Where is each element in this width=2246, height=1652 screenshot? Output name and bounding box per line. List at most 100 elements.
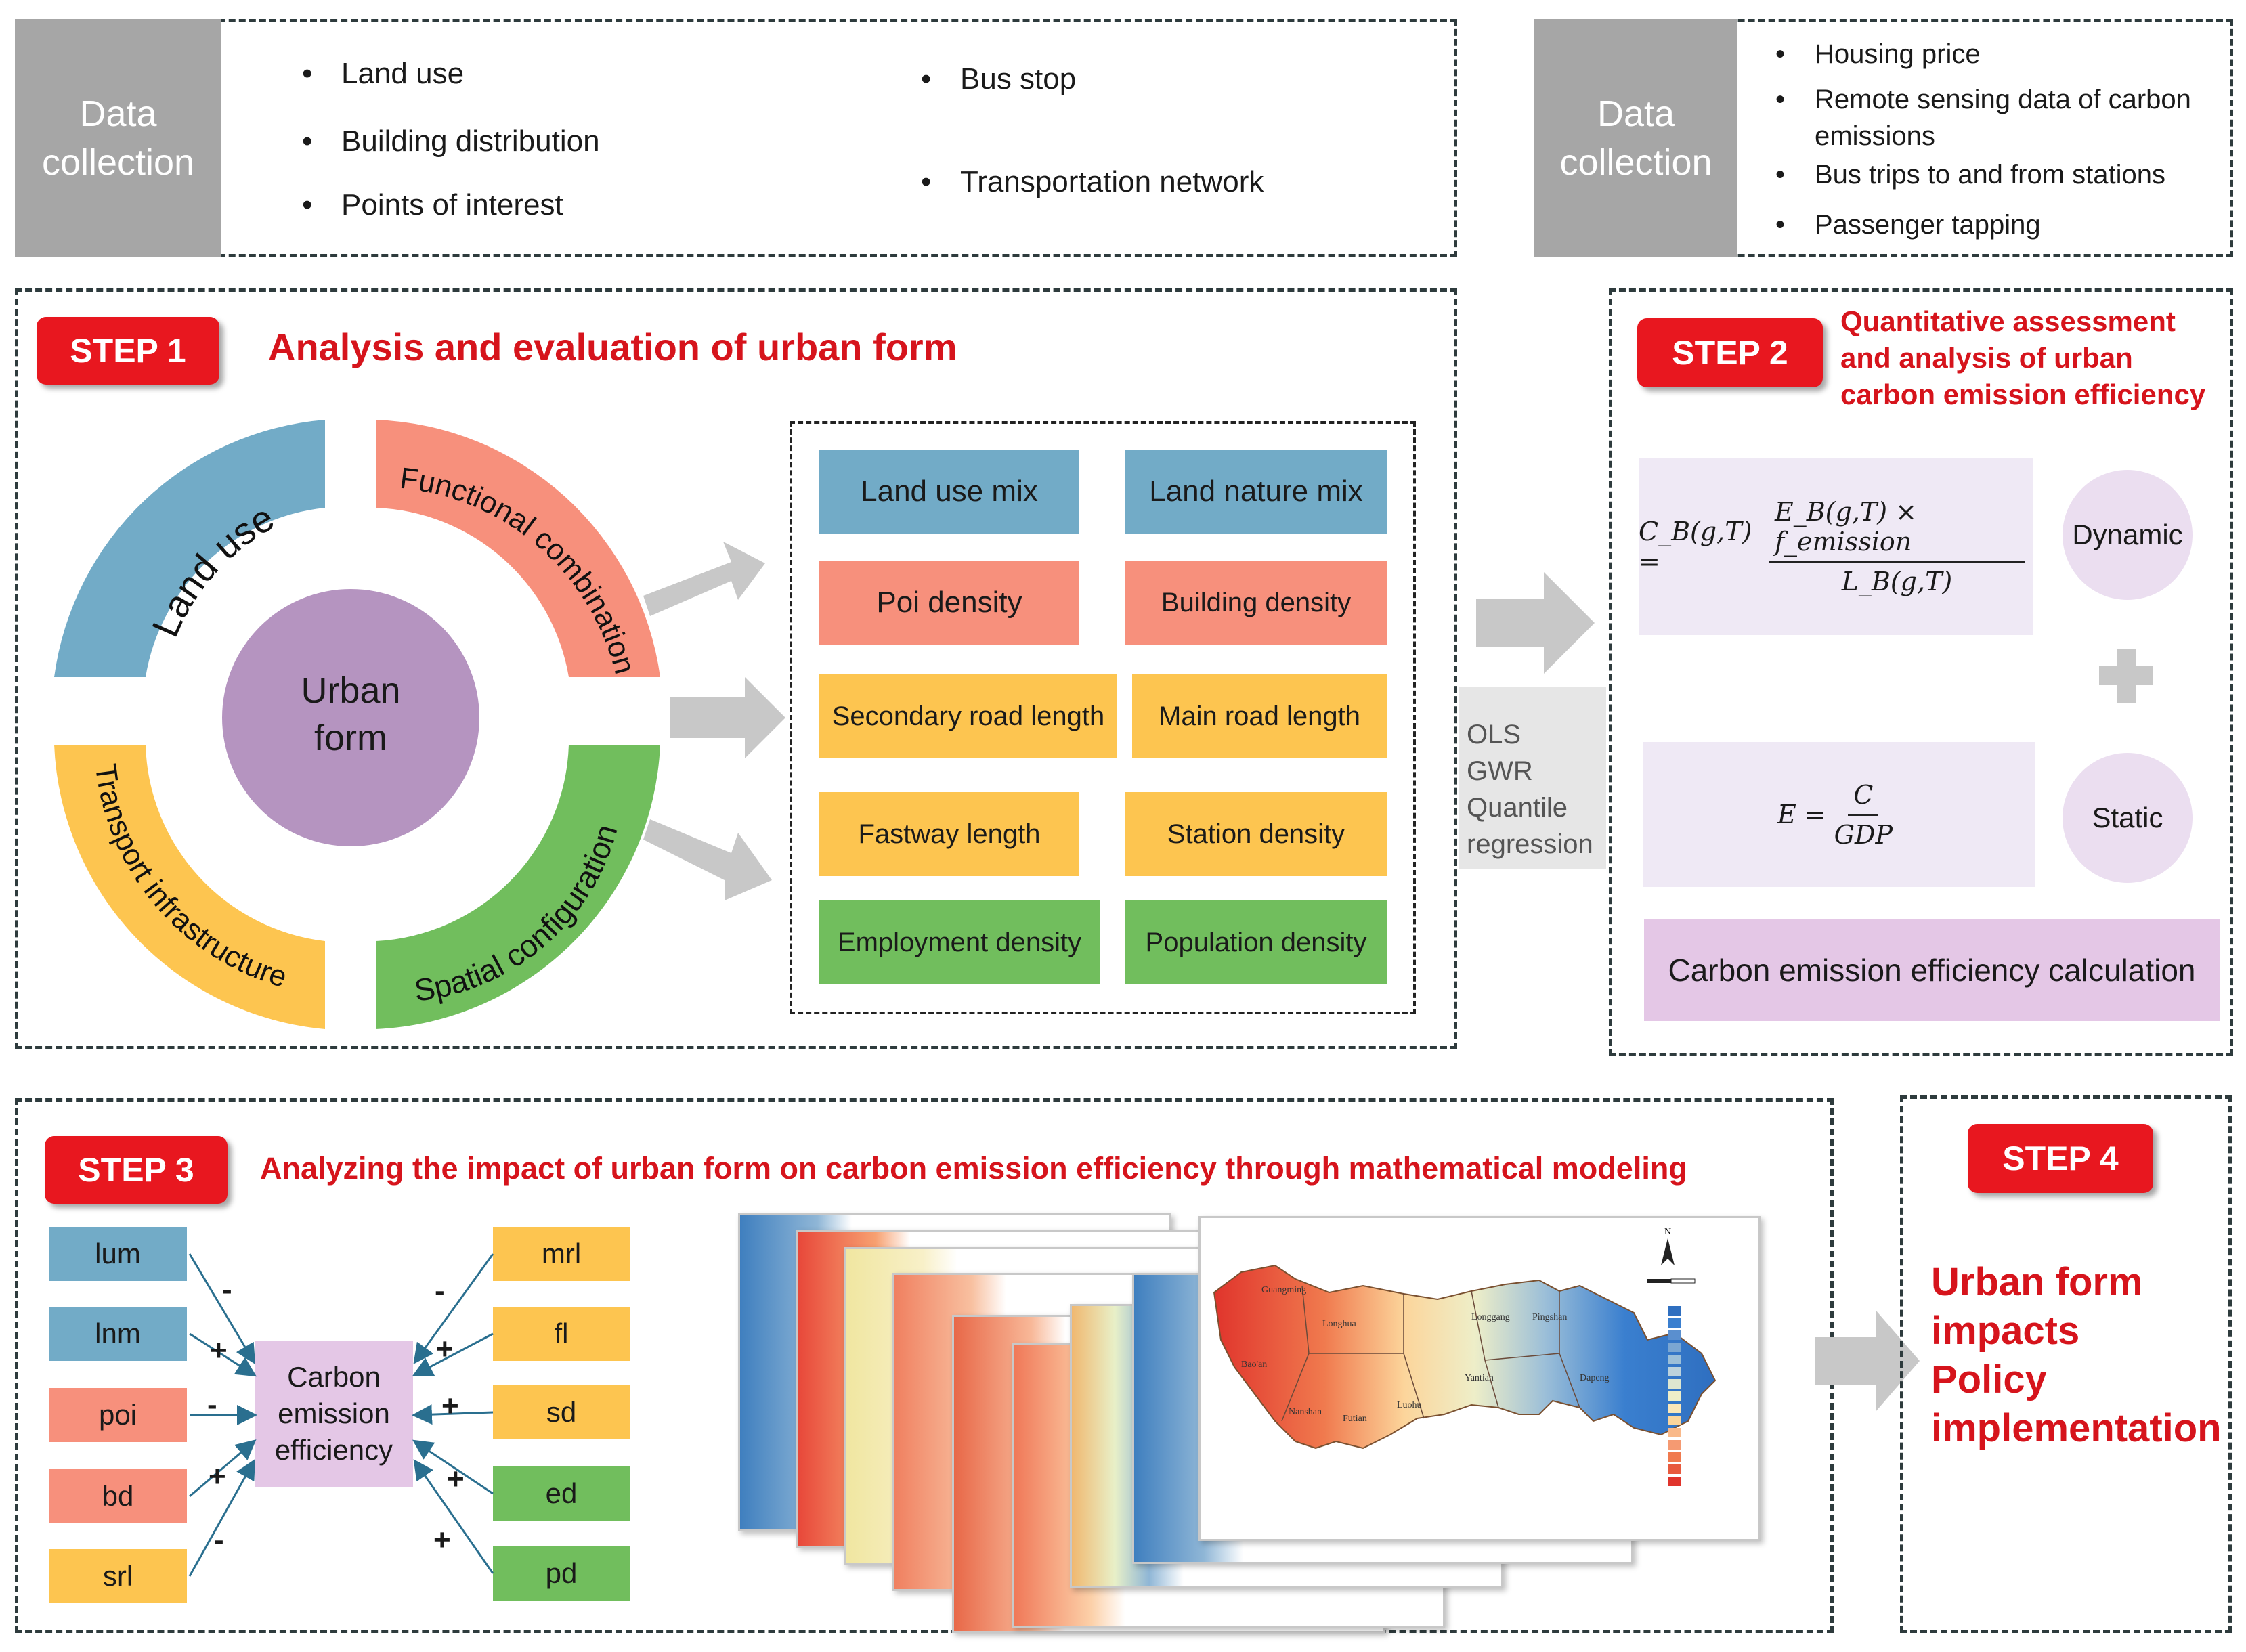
map-label: Yantian: [1465, 1373, 1494, 1383]
formula2-denominator: GDP: [1834, 819, 1893, 850]
carbon-efficiency-calc-box: Carbon emission efficiency calculation: [1644, 919, 2220, 1021]
data-item: Land use: [302, 57, 464, 91]
formula-dynamic: C_B(g,T) = E_B(g,T) × f_emission L_B(g,T…: [1639, 458, 2033, 635]
metric-secondary-road-length: Secondary road length: [819, 674, 1117, 758]
method-ols: OLS: [1467, 720, 1521, 749]
sign-sd: +: [441, 1389, 459, 1422]
north-arrow-icon: N: [1661, 1227, 1675, 1265]
step4-panel: [1900, 1095, 2232, 1633]
methods-box: OLS GWR Quantile regression: [1459, 687, 1606, 869]
urban-form-center: [222, 589, 479, 846]
map-label: Longhua: [1322, 1319, 1357, 1329]
map-label: Dapeng: [1580, 1373, 1610, 1383]
static-circle: Static: [2063, 753, 2193, 883]
ring-segment-functional-combination: [376, 420, 660, 677]
metric-building-density: Building density: [1125, 561, 1387, 645]
metric-fastway-length: Fastway length: [819, 792, 1079, 876]
map-label: Bao'an: [1241, 1360, 1267, 1370]
data-item: Remote sensing data of carbon emissions: [1775, 81, 2194, 154]
urban-form-ring-diagram: Land use Functional combination Transpor…: [54, 420, 660, 1029]
arrow-icon: [1815, 1310, 1920, 1412]
arrow-to-step4: [1815, 1310, 1920, 1412]
data-item: Housing price: [1775, 39, 1980, 70]
sign-lum: -: [222, 1273, 232, 1306]
step2-title: Quantitative assessment and analysis of …: [1840, 305, 2206, 410]
metric-main-road-length: Main road length: [1132, 674, 1387, 758]
sign-srl: -: [214, 1523, 224, 1557]
carbon-efficiency-node: Carbon emission efficiency: [255, 1341, 413, 1487]
data-collection-left-label: Data collection: [15, 19, 221, 257]
sign-fl: +: [436, 1332, 454, 1366]
dynamic-circle: Dynamic: [2063, 470, 2193, 600]
map-label: Pingshan: [1532, 1312, 1567, 1322]
var-pd: pd: [493, 1546, 630, 1601]
step4-badge: STEP 4: [1968, 1124, 2153, 1193]
data-item: Transportation network: [921, 165, 1264, 199]
metrics-panel: [790, 421, 1416, 1014]
var-sd: sd: [493, 1385, 630, 1439]
formula1-fraction: E_B(g,T) × f_emission L_B(g,T): [1769, 497, 2025, 596]
metric-poi-density: Poi density: [819, 561, 1079, 645]
var-fl: fl: [493, 1307, 630, 1361]
step1-panel: [15, 288, 1457, 1049]
sign-pd: +: [433, 1523, 451, 1557]
formula1-lhs: C_B(g,T) =: [1639, 517, 1752, 576]
arrow-icon: [1476, 572, 1595, 674]
front-map: Guangming Longhua Longgang Pingshan Bao'…: [1198, 1216, 1761, 1541]
formula2-lhs: E =: [1777, 800, 1826, 829]
data-collection-left-panel: [15, 19, 1457, 257]
sign-lnm: +: [210, 1334, 228, 1367]
map-label: Longgang: [1471, 1312, 1510, 1322]
data-item: Bus stop: [921, 62, 1076, 96]
arrow-icon: [643, 819, 772, 900]
scale-bar-icon: [1647, 1278, 1696, 1284]
step2-badge: STEP 2: [1637, 318, 1823, 387]
step1-arrows: [643, 542, 785, 900]
step4-line: Urban form: [1931, 1260, 2143, 1304]
step2-panel: [1609, 288, 2233, 1056]
method-quantile: Quantile: [1467, 793, 1568, 823]
metric-population-density: Population density: [1125, 900, 1387, 984]
step3-connectors: [188, 1253, 494, 1577]
data-item: Bus trips to and from stations: [1775, 160, 2165, 190]
ring-segment-spatial-configuration: [376, 745, 660, 1029]
formula1-numerator: E_B(g,T) × f_emission: [1769, 497, 2025, 563]
map-label: Nanshan: [1289, 1407, 1322, 1417]
step1-badge: STEP 1: [37, 317, 219, 385]
map-label: Futian: [1343, 1414, 1367, 1424]
var-srl: srl: [49, 1549, 187, 1603]
formula-static: E = C GDP: [1643, 742, 2035, 887]
var-bd: bd: [49, 1469, 187, 1523]
var-ed: ed: [493, 1466, 630, 1521]
ring-segment-land-use: [54, 420, 325, 677]
arrow-icon: [643, 542, 765, 616]
step1-title: Analysis and evaluation of urban form: [268, 326, 957, 368]
sign-ed: +: [447, 1462, 465, 1496]
map-region: [1213, 1264, 1716, 1450]
step4-line: implementation: [1931, 1406, 2222, 1450]
arrow-icon: [670, 677, 785, 758]
shenzhen-map: Guangming Longhua Longgang Pingshan Bao'…: [1213, 1227, 1716, 1486]
step4-line: impacts: [1931, 1309, 2080, 1353]
step3-badge: STEP 3: [45, 1136, 228, 1204]
arrow-to-step2: [1476, 572, 1595, 674]
data-item: Passenger tapping: [1775, 210, 2041, 240]
ring-segment-transport-infrastructure: [54, 745, 325, 1029]
formula2-fraction: C GDP: [1834, 780, 1893, 850]
metric-employment-density: Employment density: [819, 900, 1100, 984]
map-label: Guangming: [1261, 1285, 1306, 1295]
map-legend: [1668, 1306, 1681, 1486]
formula1-denominator: L_B(g,T): [1841, 566, 1953, 596]
data-item: Building distribution: [302, 125, 599, 158]
data-item-text: Remote sensing data of carbon emissions: [1815, 85, 2191, 151]
var-poi: poi: [49, 1388, 187, 1442]
urban-form-label: Urban form: [301, 670, 401, 758]
method-gwr: GWR: [1467, 756, 1533, 786]
formula2-numerator: C: [1848, 780, 1879, 816]
data-item: Points of interest: [302, 188, 563, 222]
var-lum: lum: [49, 1227, 187, 1281]
map-label: Luohu: [1397, 1400, 1422, 1410]
data-collection-right-label: Data collection: [1534, 19, 1737, 257]
svg-text:N: N: [1664, 1227, 1671, 1237]
method-regression: regression: [1467, 829, 1593, 859]
